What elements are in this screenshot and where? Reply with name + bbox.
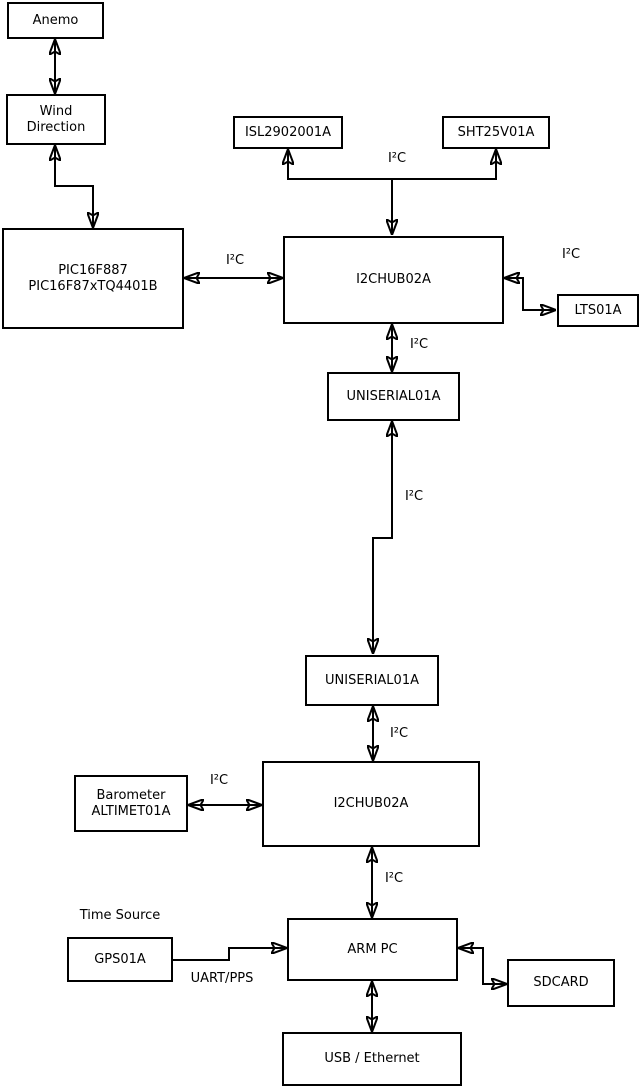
node-uniserial01a-1: UNISERIAL01A	[327, 372, 460, 421]
node-i2chub02a-1: I2CHUB02A	[283, 236, 504, 324]
node-sdcard: SDCARD	[507, 959, 615, 1007]
node-usb-ethernet: USB / Ethernet	[282, 1032, 462, 1086]
edge-armpc-sdcard	[459, 948, 506, 984]
node-i2chub02a-2: I2CHUB02A	[262, 761, 480, 847]
node-sht25v01a: SHT25V01A	[442, 116, 550, 149]
edge-bus-sht	[392, 150, 496, 180]
node-arm-pc: ARM PC	[287, 918, 458, 981]
node-pic16f887: PIC16F887 PIC16F87xTQ4401B	[2, 228, 184, 329]
edge-label-i2c-uniserial-hub2: I²C	[389, 726, 409, 741]
edge-hub1-lts	[505, 278, 555, 310]
node-lts01a: LTS01A	[557, 294, 639, 327]
edge-gps-armpc	[173, 948, 286, 961]
node-barometer: Barometer ALTIMET01A	[74, 775, 188, 832]
edge-label-i2c-uniserial-link: I²C	[404, 489, 424, 504]
node-anemo: Anemo	[7, 2, 104, 39]
node-isl2902001a: ISL2902001A	[233, 116, 343, 149]
edge-uniserial-link	[373, 422, 392, 653]
node-gps01a: GPS01A	[67, 937, 173, 982]
edge-label-i2c-barometer-hub2: I²C	[209, 773, 229, 788]
edge-label-time-source: Time Source	[79, 908, 161, 923]
edge-wind-pic	[55, 146, 93, 227]
edge-bus-isl	[288, 150, 392, 180]
edge-label-i2c-hub-uniserial: I²C	[409, 337, 429, 352]
node-uniserial01a-2: UNISERIAL01A	[305, 655, 439, 706]
edge-label-i2c-hub-lts: I²C	[561, 247, 581, 262]
node-wind-direction: Wind Direction	[6, 94, 106, 145]
edge-label-uart-pps: UART/PPS	[190, 971, 254, 986]
edge-label-i2c-pic-hub: I²C	[225, 253, 245, 268]
edge-label-i2c-sensor-bus: I²C	[387, 151, 407, 166]
edge-label-i2c-hub2-armpc: I²C	[384, 871, 404, 886]
